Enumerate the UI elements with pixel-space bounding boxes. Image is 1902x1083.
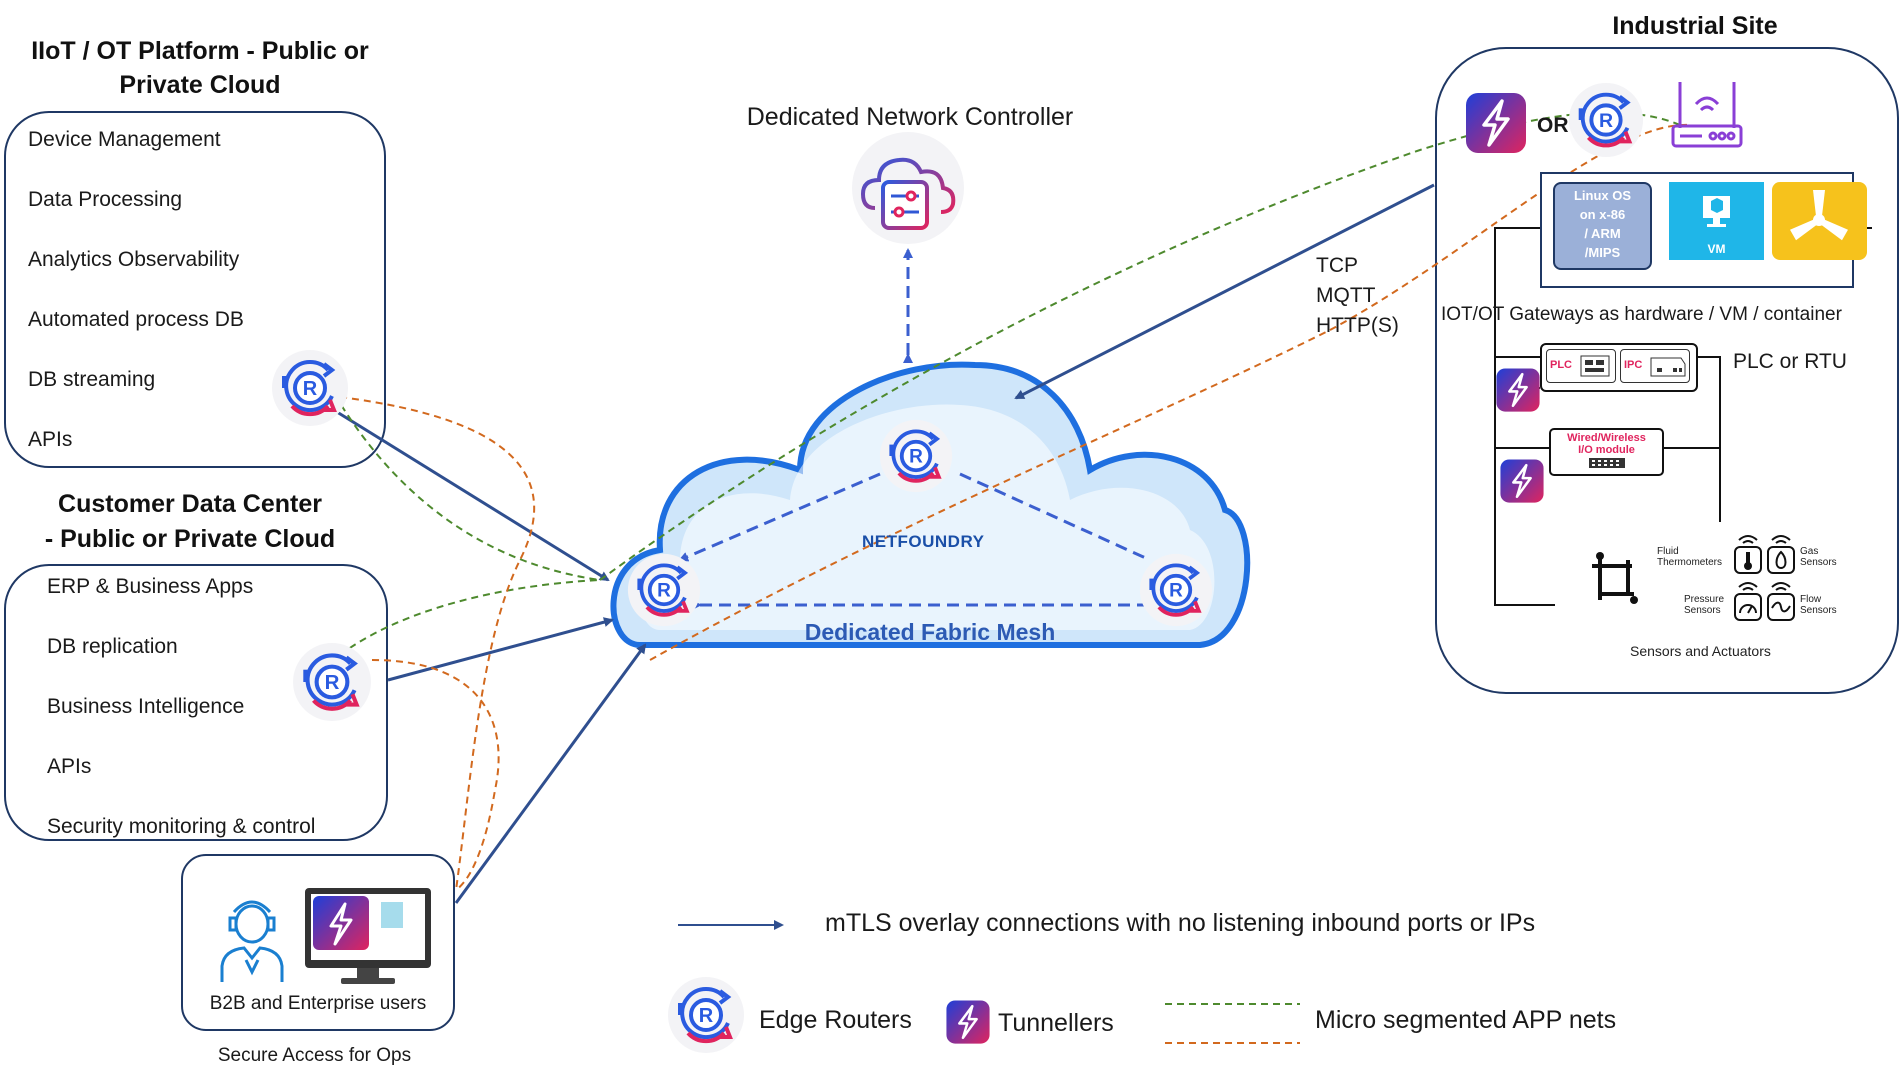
link-dc-fabric — [387, 617, 614, 682]
or-label: OR — [1537, 114, 1569, 137]
gas-label-2: Sensors — [1800, 557, 1837, 568]
edge-router-icon-fabric-left: R — [627, 553, 701, 627]
controller-cloud-icon — [852, 132, 964, 244]
thermometer-icon — [1734, 535, 1762, 574]
iiot-item-data-processing: Data Processing — [28, 188, 183, 211]
svg-text:R: R — [1599, 110, 1613, 132]
iiot-title-line1: IIoT / OT Platform - Public or — [31, 37, 369, 65]
svg-text:R: R — [1169, 581, 1183, 602]
protocol-mqtt: MQTT — [1316, 284, 1376, 307]
io-line-2: I/O module — [1578, 444, 1635, 456]
edge-router-icon-dc: R — [293, 643, 371, 721]
plc-tag: PLC — [1550, 359, 1572, 371]
orange-seg-1 — [339, 396, 536, 891]
customer-dc-title-line1: Customer Data Center — [58, 490, 322, 518]
iiot-item-apis: APIs — [28, 428, 73, 451]
os-line-1: Linux OS — [1573, 188, 1632, 203]
os-line-3: / ARM — [1584, 226, 1621, 241]
wifi-router-icon — [1671, 82, 1743, 148]
iiot-item-automated-db: Automated process DB — [28, 308, 244, 331]
orange-seg-2 — [371, 659, 500, 891]
edge-router-icon-fabric-right: R — [1139, 553, 1213, 627]
ipc-tag: IPC — [1624, 359, 1643, 371]
tunneller-icon-site-io — [1500, 459, 1544, 503]
io-module-icon: Wired/Wireless I/O module — [1549, 428, 1664, 476]
edge-router-icon-fabric-top: R — [879, 419, 953, 493]
dc-item-erp: ERP & Business Apps — [47, 575, 254, 598]
edge-router-icon-legend: R — [668, 977, 744, 1053]
svg-text:R: R — [303, 378, 318, 400]
gas-label-1: Gas — [1800, 546, 1819, 557]
iiot-item-analytics: Analytics Observability — [28, 248, 240, 271]
flow-sensor-icon — [1767, 582, 1795, 621]
iiot-item-db-streaming: DB streaming — [28, 368, 156, 391]
vm-icon: VM — [1669, 182, 1764, 260]
controller-label: Dedicated Network Controller — [746, 103, 1074, 131]
tunneller-icon-site-plc — [1496, 368, 1540, 412]
monitor-icon — [305, 888, 431, 984]
iiot-title-line2: Private Cloud — [119, 71, 281, 99]
os-line-2: on x-86 — [1579, 207, 1626, 222]
legend-edge-routers: Edge Routers — [759, 1006, 912, 1034]
io-line-1: Wired/Wireless — [1567, 432, 1646, 444]
flow-label-1: Flow — [1800, 594, 1822, 605]
link-site-fabric — [1014, 183, 1435, 400]
customer-dc-box — [4, 564, 388, 841]
b2b-caption: Secure Access for Ops — [217, 1045, 412, 1066]
flow-label-2: Sensors — [1800, 605, 1837, 616]
gas-sensor-icon — [1767, 535, 1795, 574]
gateways-label: IOT/OT Gateways as hardware / VM / conta… — [1441, 304, 1842, 325]
vm-label: VM — [1707, 242, 1726, 256]
orange-seg-3 — [649, 123, 1691, 661]
tunneller-icon-site-top — [1466, 93, 1526, 153]
kubernetes-icon — [1772, 182, 1867, 260]
protocol-tcp: TCP — [1316, 254, 1358, 277]
edge-router-icon-site: R — [1568, 82, 1644, 158]
pressure-label-1: Pressure — [1684, 594, 1725, 605]
linux-os-box: Linux OS on x-86 / ARM /MIPS — [1553, 182, 1652, 270]
dc-item-db-replication: DB replication — [47, 635, 178, 658]
legend-mtls: mTLS overlay connections with no listeni… — [825, 909, 1536, 937]
mesh-link-left — [678, 472, 881, 562]
svg-text:R: R — [325, 671, 340, 694]
plc-rtu-label: PLC or RTU — [1733, 350, 1847, 373]
pressure-gauge-icon — [1734, 582, 1762, 621]
link-b2b-fabric — [454, 643, 647, 904]
edge-router-icon-iiot: R — [272, 350, 348, 426]
protocol-http: HTTP(S) — [1316, 314, 1399, 337]
netfoundry-logo: NETFOUNDRY — [862, 532, 985, 551]
fluid-label-2: Thermometers — [1657, 557, 1723, 568]
fabric-label: Dedicated Fabric Mesh — [804, 619, 1056, 645]
svg-text:R: R — [699, 1005, 714, 1027]
pressure-label-2: Sensors — [1684, 605, 1721, 616]
os-line-4: /MIPS — [1584, 245, 1621, 260]
dc-item-apis: APIs — [47, 755, 92, 778]
actuator-icon — [1592, 552, 1638, 604]
dc-item-bi: Business Intelligence — [47, 695, 245, 718]
green-seg-2 — [339, 579, 601, 656]
operator-user-icon — [220, 900, 284, 982]
dc-item-security: Security monitoring & control — [47, 815, 316, 838]
customer-dc-title-line2: - Public or Private Cloud — [44, 525, 336, 553]
legend-micro-segmented: Micro segmented APP nets — [1315, 1006, 1617, 1034]
svg-text:R: R — [909, 447, 923, 468]
svg-text:R: R — [657, 581, 671, 602]
plc-icon: PLC — [1546, 349, 1616, 383]
sensors-caption: Sensors and Actuators — [1630, 643, 1771, 659]
tunneller-icon-legend — [946, 1000, 990, 1044]
fluid-label-1: Fluid — [1657, 546, 1679, 557]
b2b-label: B2B and Enterprise users — [209, 993, 427, 1014]
link-iiot-fabric — [336, 410, 610, 582]
iiot-item-device-management: Device Management — [28, 128, 221, 151]
legend-tunnellers: Tunnellers — [998, 1009, 1114, 1037]
ipc-icon: IPC — [1620, 349, 1690, 383]
industrial-site-title: Industrial Site — [1612, 12, 1778, 40]
mesh-link-right — [959, 472, 1151, 562]
green-seg-1 — [334, 394, 601, 581]
